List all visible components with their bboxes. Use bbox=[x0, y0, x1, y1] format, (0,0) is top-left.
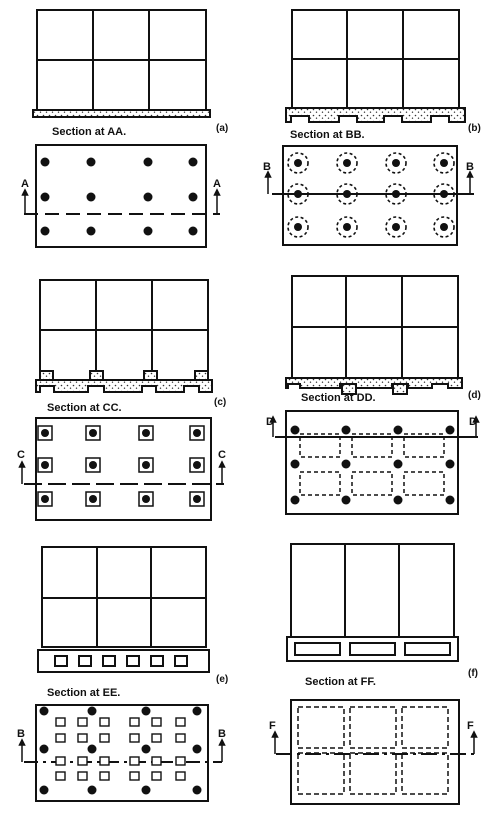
plan-cc: C C bbox=[17, 417, 226, 521]
column-dots bbox=[41, 429, 201, 503]
panel-d: Section at DD. (d) D D bbox=[266, 275, 481, 515]
pedestal-squares bbox=[37, 425, 205, 507]
section-ff-elevation bbox=[286, 543, 459, 662]
cut-letter-right: B bbox=[218, 728, 226, 740]
panel-c: Section at CC. (c) C C bbox=[17, 279, 226, 521]
panel-e: Section at EE. (e) B B bbox=[17, 546, 228, 802]
panel-tag-e: (e) bbox=[216, 674, 228, 685]
cut-letter-right: C bbox=[218, 449, 226, 461]
panel-a: Section at AA. (a) A A bbox=[21, 9, 228, 248]
section-label-e: Section at EE. bbox=[47, 687, 120, 699]
section-label-d: Section at DD. bbox=[301, 392, 376, 404]
panel-tag-f: (f) bbox=[468, 668, 478, 679]
section-dd-elevation bbox=[285, 275, 463, 395]
panel-tag-a: (a) bbox=[216, 123, 228, 134]
cut-letter-left: D bbox=[266, 416, 274, 428]
cut-letter-right: F bbox=[467, 720, 474, 732]
plan-dd: D D bbox=[266, 410, 480, 515]
box-cells-dashed bbox=[297, 706, 449, 795]
panel-tag-c: (c) bbox=[214, 397, 226, 408]
section-aa-elevation bbox=[32, 9, 211, 118]
cell-squares bbox=[55, 717, 186, 781]
panel-b: Section at BB. (b) B B bbox=[263, 9, 481, 246]
section-bb-elevation bbox=[285, 9, 466, 123]
cut-letter-left: B bbox=[17, 728, 25, 740]
section-label-c: Section at CC. bbox=[47, 402, 122, 414]
cut-letter-left: B bbox=[263, 161, 271, 173]
footing-dots bbox=[40, 157, 198, 236]
section-ee-elevation bbox=[37, 546, 210, 673]
plan-aa: A A bbox=[21, 144, 221, 248]
cut-letter-right: D bbox=[469, 416, 477, 428]
plan-bb: B B bbox=[263, 145, 474, 246]
plan-ff: F F bbox=[269, 699, 478, 805]
column-dots bbox=[290, 425, 455, 505]
column-dots bbox=[294, 159, 448, 231]
panel-tag-b: (b) bbox=[468, 123, 481, 134]
cut-letter-left: C bbox=[17, 449, 25, 461]
section-label-b: Section at BB. bbox=[290, 129, 365, 141]
cut-letter-right: A bbox=[213, 178, 221, 190]
plan-ee: B B bbox=[17, 704, 226, 802]
column-dots bbox=[39, 706, 202, 795]
section-label-f: Section at FF. bbox=[305, 676, 376, 688]
strip-footings-dashed bbox=[299, 433, 445, 496]
panel-f: Section at FF. (f) F F bbox=[269, 543, 478, 805]
section-cc-elevation bbox=[35, 279, 213, 393]
section-label-a: Section at AA. bbox=[52, 126, 126, 138]
pile-cap-rings bbox=[287, 152, 455, 238]
cut-letter-left: F bbox=[269, 720, 276, 732]
cut-letter-right: B bbox=[466, 161, 474, 173]
cut-letter-left: A bbox=[21, 178, 29, 190]
panel-tag-d: (d) bbox=[468, 390, 481, 401]
